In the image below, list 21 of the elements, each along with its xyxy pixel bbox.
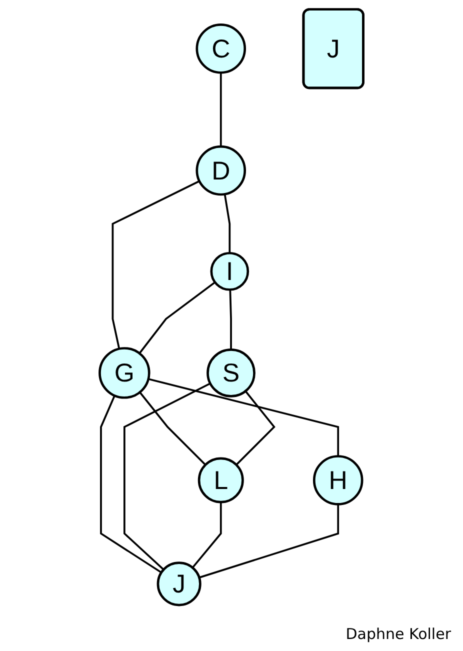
node-circle: D [196, 145, 246, 196]
node-circle: L [198, 457, 244, 504]
author-credit: Daphne Koller [346, 625, 451, 643]
connector [224, 194, 231, 254]
node-circle: G [98, 347, 150, 399]
node-circle: C [196, 24, 246, 74]
connector [100, 395, 162, 574]
connector [192, 502, 222, 568]
node-circle: S [206, 348, 256, 398]
connector [123, 382, 211, 570]
connector [198, 504, 340, 578]
connector [112, 180, 200, 349]
node-circle: J [156, 562, 202, 606]
connector [139, 392, 206, 466]
connector [220, 72, 222, 147]
connector [138, 282, 216, 354]
connector [236, 390, 276, 466]
node-circle: I [210, 252, 250, 291]
connector [148, 378, 340, 456]
connector [229, 290, 232, 350]
node-circle: H [312, 455, 364, 506]
